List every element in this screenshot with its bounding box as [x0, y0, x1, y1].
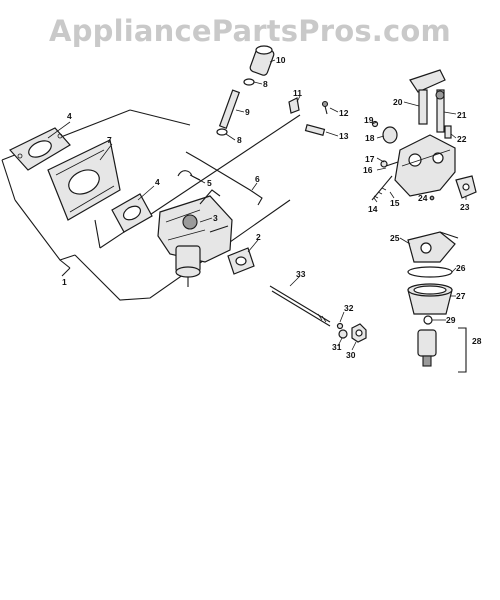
small-parts-cluster [288, 97, 329, 136]
callout-8-lower: 8 [237, 135, 242, 145]
callout-labels: 1 2 3 4 4 5 6 7 8 8 9 10 11 12 13 14 15 … [62, 55, 482, 360]
callout-9: 9 [245, 107, 250, 117]
callout-30: 30 [346, 350, 356, 360]
callout-14: 14 [368, 204, 378, 214]
gasket-middle [111, 193, 153, 233]
callout-6: 6 [255, 174, 260, 184]
leader-lines [47, 59, 467, 351]
fuel-bowl-assembly [407, 266, 467, 373]
callout-8-upper: 8 [263, 79, 268, 89]
callout-20: 20 [393, 97, 403, 107]
callout-3: 3 [213, 213, 218, 223]
carburetor-top-assembly [371, 69, 456, 197]
carburetor-body [157, 189, 233, 287]
float [407, 231, 459, 263]
callout-2: 2 [256, 232, 261, 242]
callout-16: 16 [363, 165, 373, 175]
callout-11: 11 [293, 88, 302, 98]
callout-13: 13 [339, 131, 349, 141]
callout-26: 26 [456, 263, 466, 273]
shaft-and-fasteners [269, 285, 367, 343]
callout-32: 32 [344, 303, 354, 313]
callout-24: 24 [418, 193, 428, 203]
callout-1: 1 [62, 277, 67, 287]
callout-4-middle: 4 [155, 177, 160, 187]
callout-10: 10 [276, 55, 286, 65]
float-plate [455, 175, 477, 199]
callout-23: 23 [460, 202, 470, 212]
callout-19: 19 [364, 115, 374, 125]
callout-28: 28 [472, 336, 482, 346]
callout-5: 5 [207, 178, 212, 188]
callout-29: 29 [446, 315, 456, 325]
callout-12: 12 [339, 108, 349, 118]
callout-31: 31 [332, 342, 342, 352]
spacer-plate [47, 139, 121, 221]
callout-33: 33 [296, 269, 306, 279]
fuel-filter-assembly [216, 45, 275, 136]
gasket-left [9, 127, 71, 171]
callout-17: 17 [365, 154, 375, 164]
gasket-2 [227, 247, 255, 275]
callout-25: 25 [390, 233, 400, 243]
callout-21: 21 [457, 110, 467, 120]
callout-18: 18 [365, 133, 375, 143]
callout-22: 22 [457, 134, 467, 144]
callout-15: 15 [390, 198, 400, 208]
callout-7: 7 [107, 135, 112, 145]
adjustment-screws [371, 160, 435, 201]
callout-4-left: 4 [67, 111, 72, 121]
watermark-text: AppliancePartsPros.com [49, 14, 451, 48]
throttle-linkage [177, 151, 263, 206]
callout-27: 27 [456, 291, 466, 301]
